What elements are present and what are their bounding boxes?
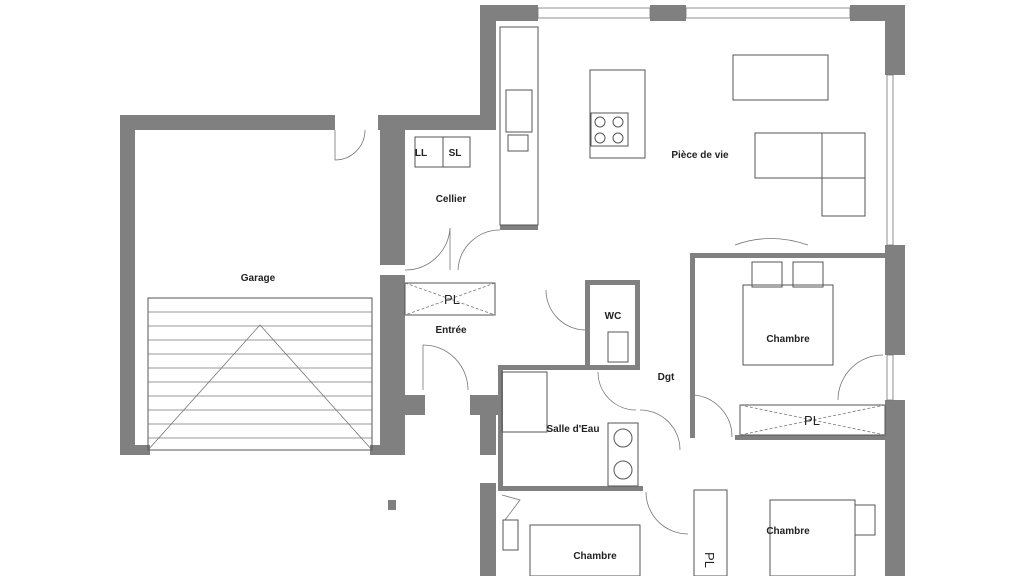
garage-door [147,297,373,451]
room-label-chambre-1: Chambre [766,334,810,345]
label-sl: SL [449,148,462,159]
closet-label-chambre-1: PL [804,413,820,428]
room-label-chambre-2: Chambre [573,551,617,562]
closet-label-chambre-2: PL [702,552,717,568]
room-label-chambre-3: Chambre [766,526,810,537]
room-label-piece-de-vie: Pièce de vie [671,150,729,161]
doors [334,129,884,535]
windows [537,7,894,401]
room-label-entree: Entrée [435,325,467,336]
room-labels: Garage LL SL Cellier Entrée WC Dgt Salle… [241,148,810,562]
room-label-salle-eau: Salle d'Eau [547,424,600,435]
room-label-cellier: Cellier [436,194,467,205]
furniture [414,26,876,576]
closet-label-entree: PL [444,292,460,307]
room-label-dgt: Dgt [658,372,675,383]
label-ll: LL [415,148,427,159]
walls [120,5,905,576]
room-label-wc: WC [605,311,622,322]
room-label-garage: Garage [241,273,276,284]
closets: PL PL PL [404,282,886,568]
